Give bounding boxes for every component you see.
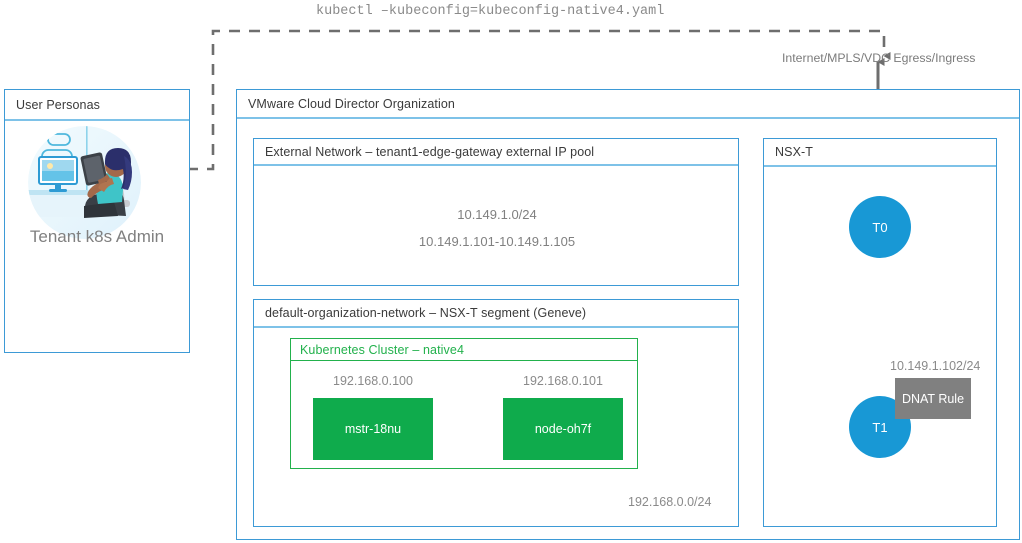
external-network-title: External Network – tenant1-edge-gateway … [265,144,595,159]
nsxt-t1-label: T1 [872,419,888,435]
internet-egress-label: Internet/MPLS/VDC Egress/Ingress [782,51,976,65]
nsxt-header: NSX-T [764,139,996,167]
dnat-rule-box[interactable]: DNAT Rule [895,378,971,419]
k8s-node-mstr-label: mstr-18nu [344,422,402,436]
external-network-panel: External Network – tenant1-edge-gateway … [253,138,739,286]
external-network-ip-info: 10.149.1.0/24 10.149.1.101-10.149.1.105 [254,201,740,255]
k8s-node-worker-label: node-oh7f [534,422,592,436]
external-network-cidr: 10.149.1.0/24 [457,207,537,222]
vcd-organization-title: VMware Cloud Director Organization [248,96,455,111]
dnat-rule-label: DNAT Rule [901,391,965,406]
node-ip-mstr: 192.168.0.100 [333,374,413,388]
kubernetes-cluster-header: Kubernetes Cluster – native4 [291,339,637,361]
org-network-title: default-organization-network – NSX-T seg… [265,306,587,320]
nsxt-t0-router[interactable]: T0 [849,196,911,258]
org-network-subnet-label: 192.168.0.0/24 [628,495,712,509]
kubectl-command-label: kubectl –kubeconfig=kubeconfig-native4.y… [316,4,665,19]
user-personas-title: User Personas [16,97,100,112]
user-personas-header: User Personas [5,90,189,121]
external-network-header: External Network – tenant1-edge-gateway … [254,139,738,166]
external-network-ip-range: 10.149.1.101-10.149.1.105 [418,234,576,249]
k8s-node-worker[interactable]: node-oh7f [503,398,623,460]
edge-gateway-ip-label: 10.149.1.102/24 [890,359,981,373]
vcd-organization-header: VMware Cloud Director Organization [237,90,1019,119]
node-ip-worker: 192.168.0.101 [523,374,603,388]
kubernetes-cluster-title: Kubernetes Cluster – native4 [300,342,465,357]
user-avatar-illustration-icon [28,126,141,239]
nsxt-t0-label: T0 [872,219,888,235]
persona-name-label: Tenant k8s Admin [29,227,165,246]
org-network-header: default-organization-network – NSX-T seg… [254,300,738,328]
k8s-node-mstr[interactable]: mstr-18nu [313,398,433,460]
nsxt-title: NSX-T [775,145,813,159]
